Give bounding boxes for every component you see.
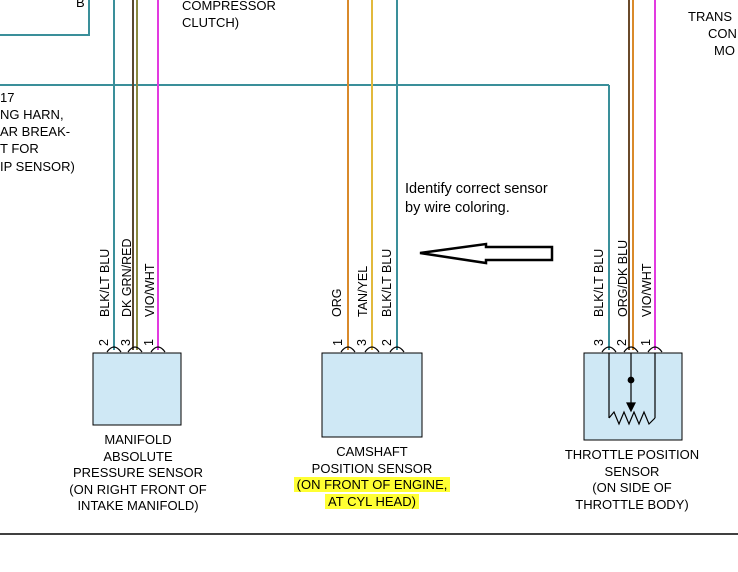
cam-sensor-box — [321, 352, 423, 438]
map-wire-label: BLK/LT BLU — [98, 248, 112, 317]
tps-sensor-caption: THROTTLE POSITION SENSOR (ON SIDE OF THR… — [564, 447, 700, 512]
annotation-line2: by wire coloring. — [405, 200, 510, 216]
compressor-label-line2: CLUTCH) — [182, 15, 240, 30]
upper-left-box-outline — [0, 0, 90, 36]
cam-pin-number: 2 — [380, 339, 394, 346]
tps-wire-label: BLK/LT BLU — [592, 248, 606, 317]
tps-pin-number: 2 — [615, 339, 629, 346]
cam-pin-number: 1 — [331, 339, 345, 346]
tps-wire-label: ORG/DK BLU — [616, 239, 630, 317]
tps-sensor-box — [583, 352, 683, 441]
tps-pin-number: 3 — [592, 339, 606, 346]
map-pin-number: 1 — [142, 339, 156, 346]
cam-pin-number: 3 — [355, 339, 369, 346]
map-wire-label: VIO/WHT — [143, 263, 157, 317]
left-note-line5: IP SENSOR) — [0, 159, 75, 174]
trans-label-line3: MO — [714, 43, 735, 58]
left-note-line1: 17 — [0, 90, 15, 105]
cam-wire-label: TAN/YEL — [356, 265, 370, 317]
connector-pins — [106, 346, 663, 353]
annotation-line1: Identify correct sensor — [405, 181, 548, 197]
map-sensor-box — [92, 352, 182, 426]
map-pin-number: 3 — [119, 339, 133, 346]
trans-label-line2: CON — [708, 26, 737, 41]
cam-location-highlight-2: AT CYL HEAD) — [325, 493, 419, 509]
left-note-line3: AR BREAK- — [0, 124, 71, 139]
tps-pin-number: 1 — [639, 339, 653, 346]
map-wire-label: DK GRN/RED — [120, 238, 134, 317]
pointer-arrow-icon — [419, 242, 554, 265]
cam-sensor-caption: CAMSHAFT POSITION SENSOR (ON FRONT OF EN… — [272, 444, 472, 510]
compressor-label-line1: COMPRESSOR — [182, 0, 276, 13]
cam-location-highlight-1: (ON FRONT OF ENGINE, — [293, 477, 451, 492]
left-note-line4: T FOR — [0, 141, 39, 156]
box-fragment-label: B — [76, 0, 85, 10]
map-pin-number: 2 — [97, 339, 111, 346]
trans-label-line1: TRANS — [688, 9, 733, 24]
tps-wire-label: VIO/WHT — [640, 263, 654, 317]
potentiometer-symbol — [608, 353, 656, 426]
map-sensor-caption: MANIFOLD ABSOLUTE PRESSURE SENSOR (ON RI… — [69, 432, 207, 513]
left-note-line2: NG HARN, — [0, 107, 64, 122]
cam-wire-label: ORG — [330, 288, 344, 317]
cam-wire-label: BLK/LT BLU — [380, 248, 394, 317]
